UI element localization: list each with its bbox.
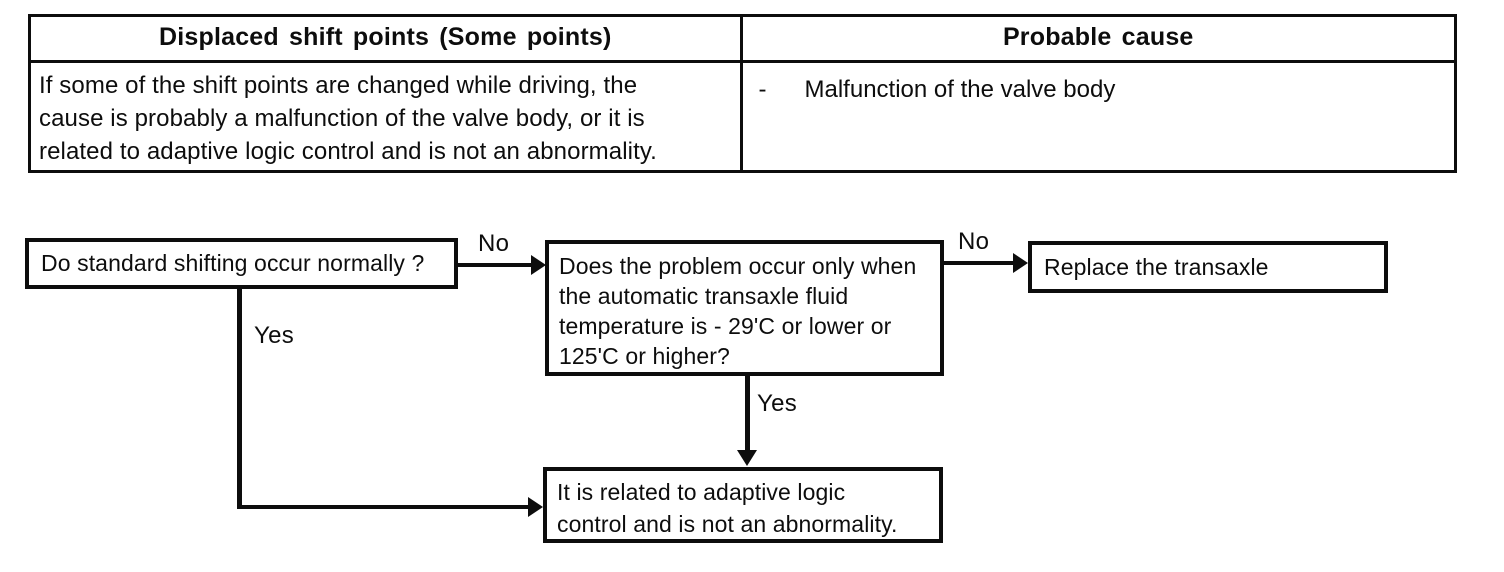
flow-box-line: temperature is - 29'C or lower or xyxy=(559,313,892,339)
flow-box-line: control and is not an abnormality. xyxy=(557,511,898,537)
flow-box-line: the automatic transaxle fluid xyxy=(559,283,849,309)
edge-label-yes-2: Yes xyxy=(757,390,798,417)
flow-box-fluid-temperature-question: Does the problem occur only when the aut… xyxy=(545,240,944,376)
connector-q2-yes-vertical xyxy=(745,376,750,451)
probable-cause-cell: - Malfunction of the valve body xyxy=(743,63,1455,170)
symptom-description-cell: If some of the shift points are changed … xyxy=(31,63,743,170)
arrowhead-q2-to-adaptive xyxy=(737,450,757,466)
connector-q1-yes-horizontal xyxy=(237,505,530,509)
symptom-line: If some of the shift points are changed … xyxy=(39,72,638,99)
flow-box-label: Replace the transaxle xyxy=(1044,253,1269,280)
symptom-line: cause is probably a malfunction of the v… xyxy=(39,105,645,132)
probable-cause-item: Malfunction of the valve body xyxy=(804,76,1116,103)
symptom-cause-table: Displaced shift points (Some points) Pro… xyxy=(28,14,1457,173)
flow-box-line: It is related to adaptive logic xyxy=(557,479,846,505)
connector-q1-yes-vertical xyxy=(237,288,242,509)
arrowhead-q1-to-q2 xyxy=(531,255,546,275)
probable-cause-header-label: Probable cause xyxy=(1002,23,1194,51)
flow-box-label: Do standard shifting occur normally ? xyxy=(41,250,425,276)
symptom-line: related to adaptive logic control and is… xyxy=(39,138,657,165)
connector-q1-no-line xyxy=(458,263,534,267)
symptom-header-label: Displaced shift points (Some points) xyxy=(158,23,612,51)
flow-box-line: 125'C or higher? xyxy=(559,343,730,369)
flow-box-adaptive-logic-result: It is related to adaptive logic control … xyxy=(543,467,943,543)
edge-label-no-2: No xyxy=(958,228,990,255)
arrowhead-q2-to-replace xyxy=(1013,253,1028,273)
edge-label-yes-1: Yes xyxy=(254,322,295,349)
flow-box-line: Does the problem occur only when xyxy=(559,253,917,279)
connector-q2-no-line xyxy=(940,261,1014,265)
table-header-symptom: Displaced shift points (Some points) xyxy=(31,17,743,63)
list-dash: - xyxy=(758,76,767,103)
table-header-probable-cause: Probable cause xyxy=(742,17,1454,63)
flow-box-standard-shifting-question: Do standard shifting occur normally ? xyxy=(25,238,458,289)
edge-label-no-1: No xyxy=(478,230,510,257)
flow-box-replace-transaxle: Replace the transaxle xyxy=(1028,241,1388,293)
arrowhead-q1-to-adaptive xyxy=(528,497,543,517)
